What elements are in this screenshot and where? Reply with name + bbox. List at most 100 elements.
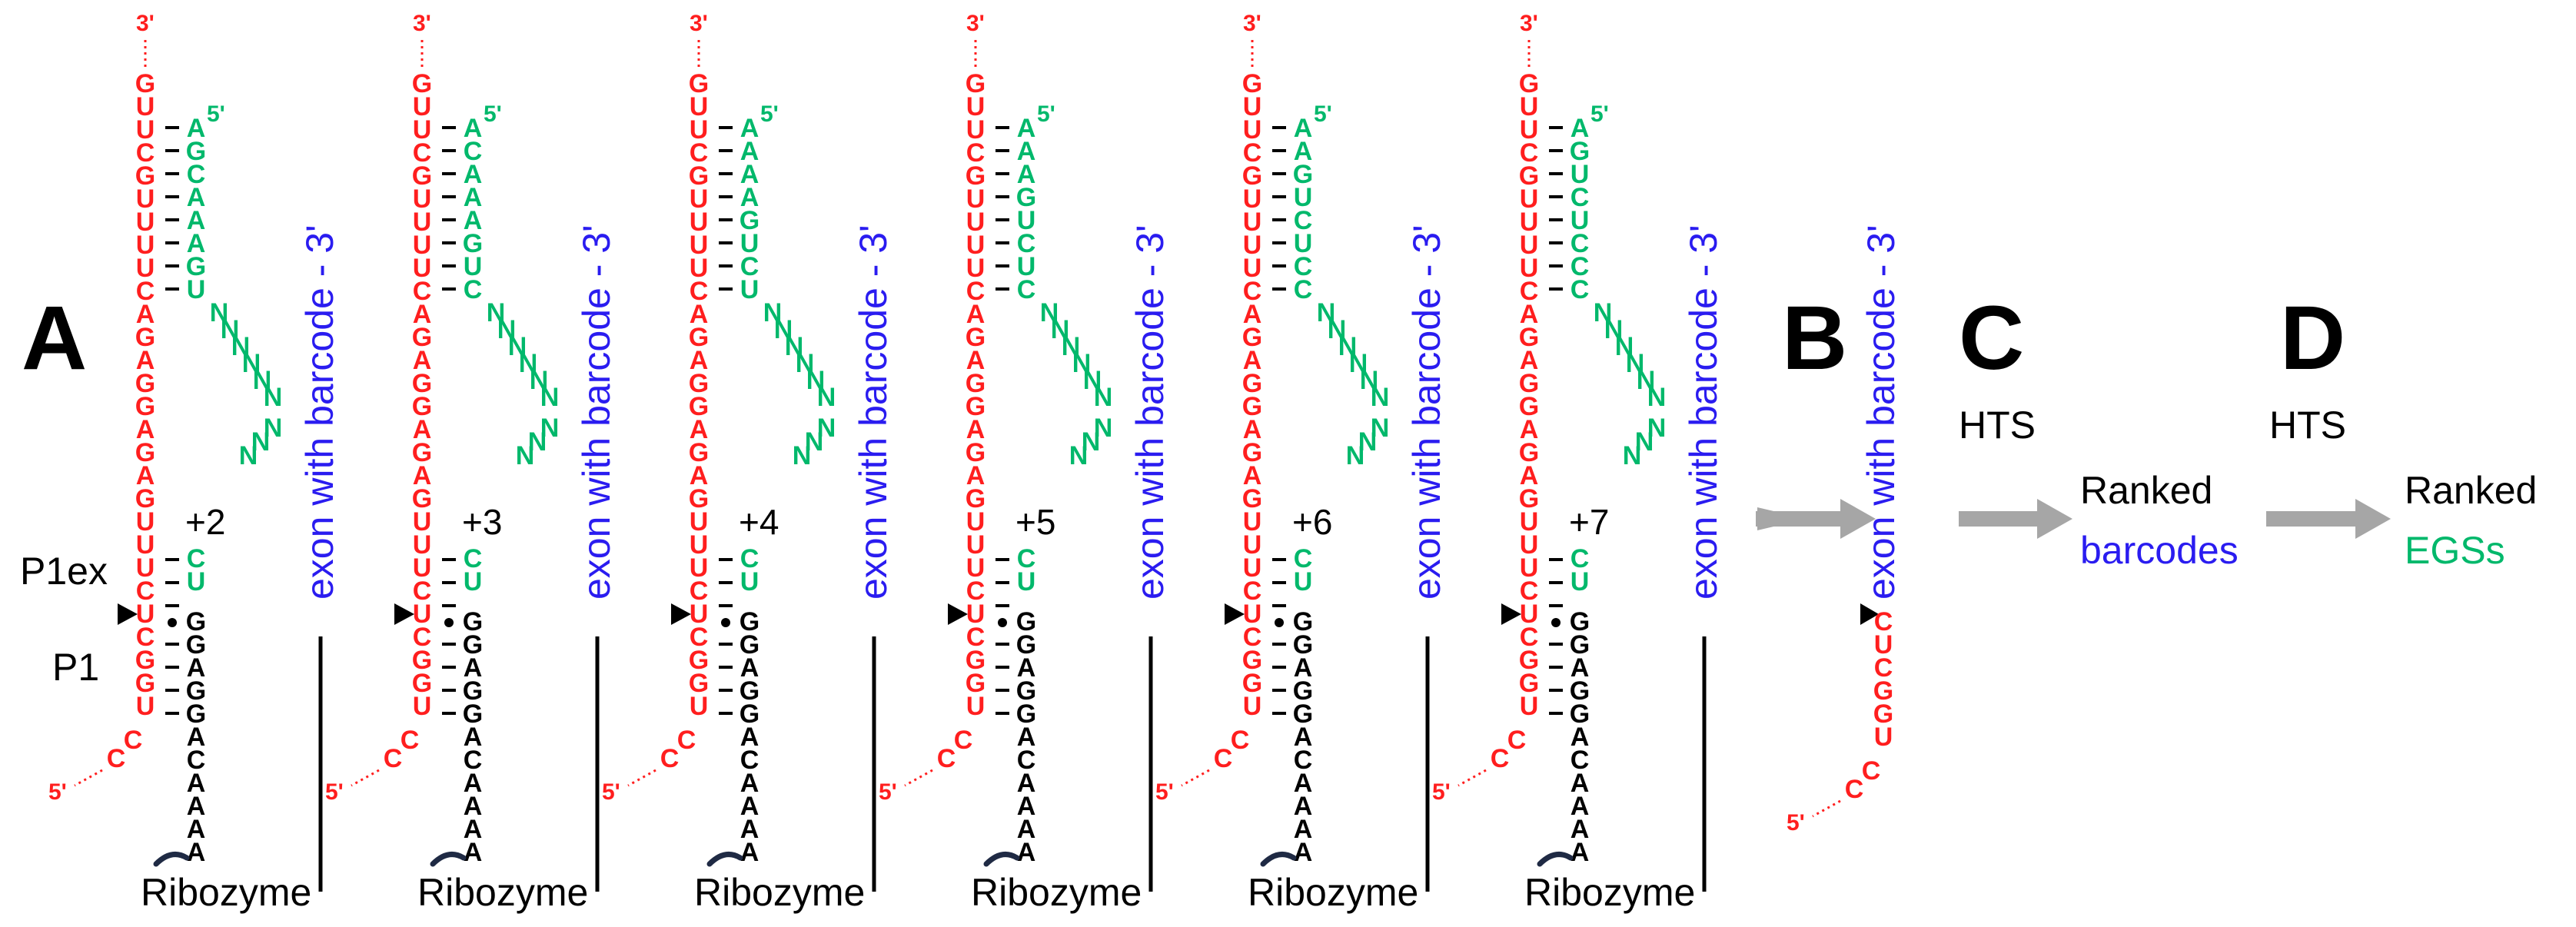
target-5prime-dots — [1181, 769, 1210, 787]
panel-a-complex-4: 3'GUUCGUUUUCAGAGGAGAGUUUCUCGGUCC5'AAAGUC… — [879, 11, 1172, 914]
target-nucleotide: A — [1243, 300, 1262, 329]
ribozyme-nucleotide: A — [1294, 838, 1313, 867]
target-nucleotide: U — [966, 600, 986, 629]
egs-nucleotide: G — [186, 137, 206, 166]
egs-linker-n: N — [1349, 349, 1368, 378]
offset-label: +2 — [185, 502, 225, 542]
egs-nucleotide: A — [464, 183, 483, 212]
ribozyme-nucleotide: A — [1571, 815, 1590, 844]
ranked-barcodes-label: barcodes — [2080, 529, 2239, 572]
target-nucleotide: C — [413, 277, 432, 306]
egs-nucleotide: A — [187, 229, 206, 258]
gu-wobble-dot — [1551, 618, 1561, 627]
egs-linker-n: N — [540, 383, 560, 412]
egs-5prime-label: 5' — [484, 101, 502, 127]
target-3prime-label: 3' — [1243, 11, 1261, 36]
egs-nucleotide: A — [187, 206, 206, 235]
egs-linker-n: N — [528, 427, 547, 457]
egs-linker-n: N — [530, 366, 549, 395]
ribozyme-nucleotide: G — [1570, 630, 1590, 660]
target-nucleotide: C — [401, 726, 420, 755]
ribozyme-nucleotide: G — [1570, 699, 1590, 729]
ribozyme-nucleotide: A — [187, 792, 206, 821]
target-nucleotide: U — [1520, 507, 1539, 537]
target-nucleotide: U — [966, 254, 986, 283]
target-nucleotide: U — [136, 231, 155, 260]
egs-linker-n: N — [796, 349, 815, 378]
ribozyme-nucleotide: G — [740, 607, 760, 636]
target-nucleotide-b: C — [1874, 653, 1893, 683]
target-nucleotide: U — [966, 231, 986, 260]
ribozyme-label: Ribozyme — [141, 871, 311, 914]
ribozyme-tail-curve — [430, 852, 467, 867]
cleavage-site-marker — [394, 603, 414, 625]
panel-letter-c: C — [1959, 287, 2024, 389]
target-nucleotide: G — [135, 161, 155, 191]
egs-linker-n: N — [1317, 298, 1336, 327]
target-nucleotide: C — [1243, 623, 1262, 652]
target-nucleotide: C — [413, 138, 432, 168]
target-nucleotide: A — [413, 300, 432, 329]
ribozyme-nucleotide: C — [1571, 746, 1590, 775]
target-nucleotide: A — [413, 346, 432, 375]
ribozyme-nucleotide: A — [187, 653, 206, 683]
target-nucleotide: U — [413, 600, 432, 629]
ribozyme-nucleotide: C — [464, 746, 483, 775]
egs-linker-n: N — [1094, 383, 1113, 412]
egs-linker-n: N — [785, 332, 804, 361]
ribozyme-nucleotide: A — [1294, 653, 1313, 683]
exon-barcode-label: exon with barcode - 3' — [1682, 224, 1725, 600]
egs-linker-n: N — [806, 366, 826, 395]
ribozyme-nucleotide: C — [740, 746, 760, 775]
target-nucleotide: C — [413, 623, 432, 652]
flow-arrow-2 — [1959, 499, 2072, 539]
target-nucleotide: U — [966, 184, 986, 214]
target-nucleotide: G — [1242, 161, 1262, 191]
target-nucleotide: A — [966, 346, 986, 375]
ribozyme-nucleotide: G — [186, 607, 206, 636]
target-nucleotide: A — [1520, 300, 1539, 329]
egs-nucleotide: U — [1294, 567, 1313, 596]
target-nucleotide: G — [1519, 369, 1539, 398]
target-nucleotide: C — [937, 744, 956, 773]
target-nucleotide: U — [690, 600, 709, 629]
egs-nucleotide: G — [1016, 183, 1036, 212]
target-nucleotide: A — [1243, 415, 1262, 444]
egs-linker-n: N — [1635, 427, 1654, 457]
gu-wobble-dot — [444, 618, 454, 627]
ribozyme-nucleotide: G — [1293, 676, 1313, 706]
egs-nucleotide: C — [1571, 229, 1590, 258]
cleavage-site-marker — [1225, 603, 1245, 625]
egs-nucleotide: C — [1294, 275, 1313, 304]
target-nucleotide: G — [412, 438, 432, 467]
ranked-egss-label: EGSs — [2405, 529, 2505, 572]
egs-nucleotide: U — [1017, 252, 1036, 281]
target-nucleotide: U — [1243, 600, 1262, 629]
egs-nucleotide: A — [464, 114, 483, 143]
egs-linker-n: N — [487, 298, 506, 327]
ribozyme-nucleotide: A — [1294, 792, 1313, 821]
egs-linker-n: N — [1083, 366, 1102, 395]
target-nucleotide: U — [413, 254, 432, 283]
ribozyme-nucleotide: A — [1294, 815, 1313, 844]
target-nucleotide: G — [412, 323, 432, 352]
target-nucleotide: G — [966, 161, 986, 191]
target-nucleotide-b: U — [1874, 723, 1893, 752]
offset-label: +6 — [1292, 502, 1332, 542]
egs-linker-n: N — [1094, 414, 1113, 443]
target-nucleotide: C — [690, 576, 709, 606]
flow-arrow-3 — [2266, 499, 2391, 539]
target-nucleotide-b: C — [1874, 607, 1893, 636]
target-nucleotide: G — [689, 69, 709, 98]
target-nucleotide: U — [413, 530, 432, 560]
egs-nucleotide: C — [740, 544, 760, 573]
target-nucleotide-b: G — [1873, 676, 1893, 706]
egs-linker-n: N — [221, 315, 240, 344]
target-nucleotide: U — [1243, 530, 1262, 560]
target-nucleotide: U — [1520, 553, 1539, 583]
egs-linker-n: N — [1082, 427, 1101, 457]
ribozyme-nucleotide: G — [463, 699, 483, 729]
gu-wobble-dot — [998, 618, 1007, 627]
target-nucleotide: U — [1520, 92, 1539, 121]
target-3prime-label: 3' — [1520, 11, 1538, 36]
